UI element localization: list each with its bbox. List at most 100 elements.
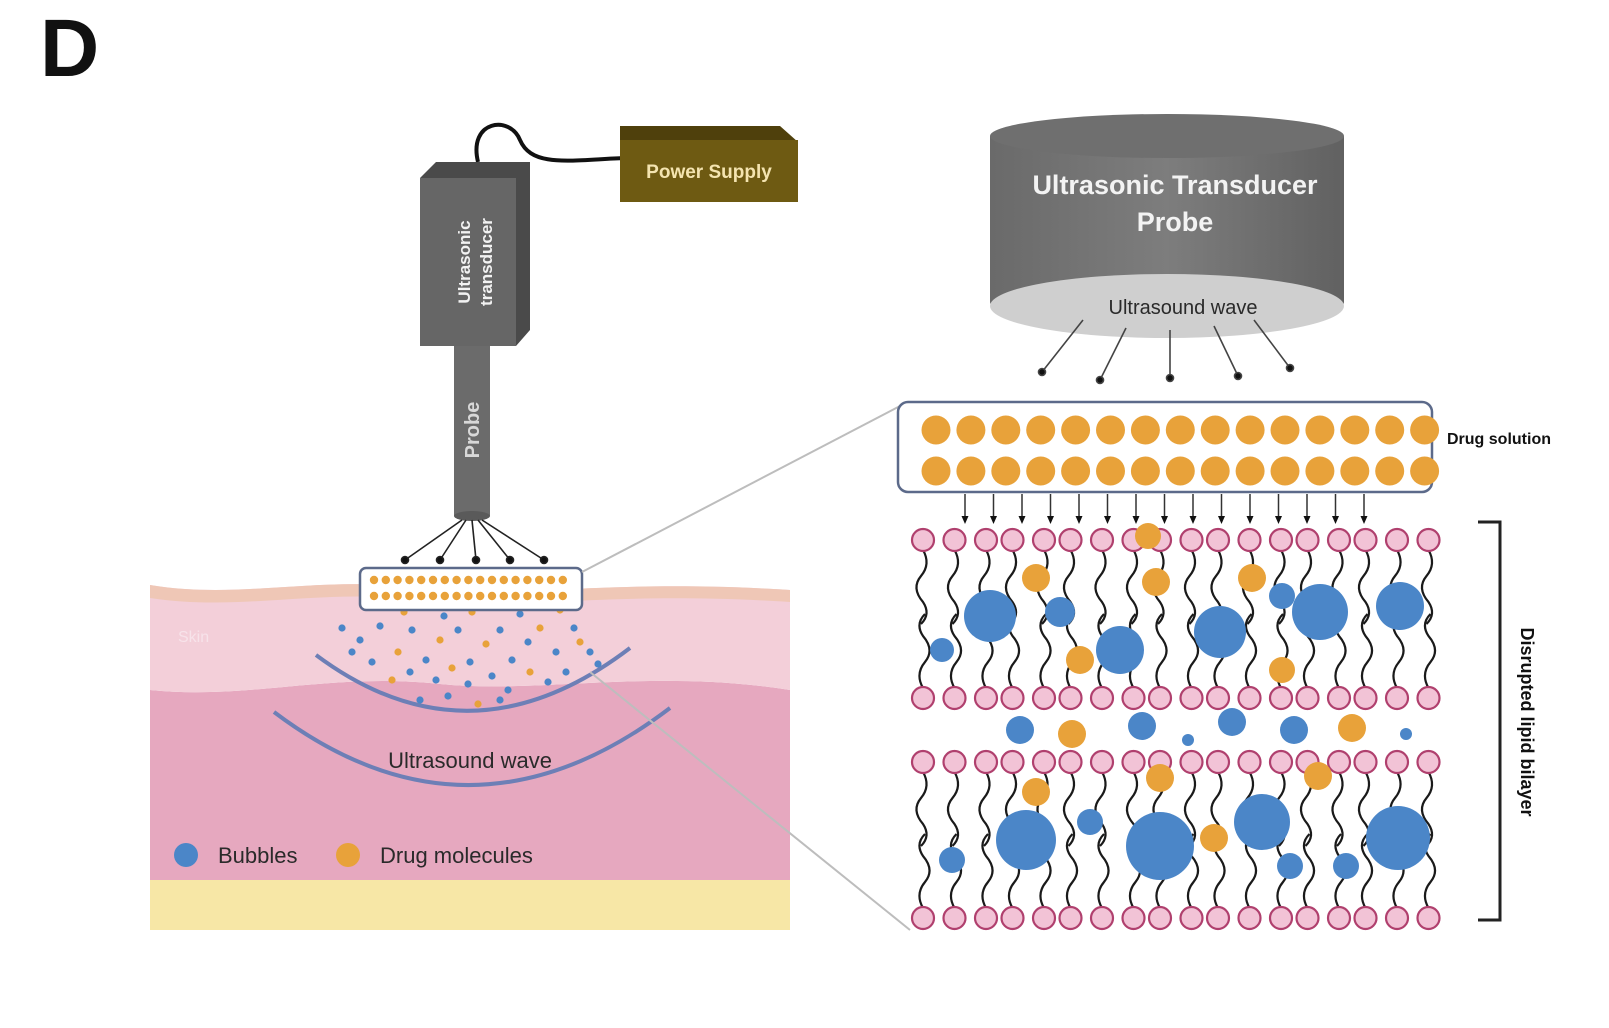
lipid-head (1147, 685, 1173, 711)
lipid-tail (915, 771, 928, 847)
bubble-dot (552, 648, 560, 656)
bilayer-particles (930, 523, 1430, 880)
lipid-head (1031, 685, 1057, 711)
bubble-dot (422, 656, 430, 664)
legend-drug-label: Drug molecules (380, 843, 533, 868)
lipid-head (973, 685, 999, 711)
solution-drug-dot (1200, 415, 1230, 445)
bilayer-bubble (1218, 708, 1246, 736)
lipid-head (973, 527, 999, 553)
lipid-head (1031, 527, 1057, 553)
solution-drug-dot (1235, 456, 1265, 486)
patch-drug-dot (535, 591, 544, 601)
tissue-diagram: Skin Ultrasound wave Bubbles Drug molecu… (150, 584, 790, 930)
patch-drug-dot (428, 591, 438, 601)
bilayer-bubble (1096, 626, 1144, 674)
bilayer-bubble (1045, 597, 1075, 627)
bilayer-drug (1269, 657, 1295, 683)
down-arrow-head (961, 516, 969, 524)
lipid-head (1000, 685, 1025, 711)
lipid-head (1295, 685, 1320, 711)
bilayer-bubble (1182, 734, 1194, 746)
lipid-head (910, 905, 936, 931)
lipid-tail (1004, 549, 1018, 625)
bubble-dot (464, 680, 472, 688)
lipid-head (1058, 749, 1083, 775)
patch-drug-dot (369, 591, 379, 601)
solution-drug-dot (1026, 456, 1056, 486)
bilayer-bubble (939, 847, 965, 873)
solution-drug-dot (921, 415, 951, 445)
probe-title-line1: Ultrasonic Transducer (1032, 170, 1318, 200)
down-arrow-head (1047, 516, 1054, 524)
legend-drug-icon (336, 843, 360, 867)
wave-arc-inner (314, 646, 632, 713)
lipid-head (1326, 749, 1352, 775)
lipid-head (1058, 527, 1083, 553)
solution-drug-dot (991, 456, 1021, 486)
patch-drug-dot (535, 575, 544, 585)
bubble-dot (376, 622, 384, 630)
bubble-dot (504, 686, 512, 694)
patch-drug-dot (511, 575, 520, 585)
lipid-head (1295, 905, 1320, 931)
lipid-head (942, 905, 967, 931)
lipid-head (942, 749, 967, 775)
patch-drug-dot (381, 591, 390, 601)
legend-bubble-icon (174, 843, 198, 867)
bilayer-bubble (1333, 853, 1359, 879)
lipid-head (1237, 749, 1262, 775)
patch-drug-dot (452, 591, 461, 601)
patch-drug-dot (464, 575, 473, 585)
patch-drug-dot (511, 591, 520, 601)
bilayer-bubble (1194, 606, 1246, 658)
bilayer-label: Disrupted lipid bilayer (1517, 627, 1537, 816)
lipid-head (1089, 685, 1115, 711)
bilayer-bubble (1006, 716, 1034, 744)
lipid-tail (981, 833, 994, 909)
bilayer-drug (1304, 762, 1332, 790)
solution-drug-dot (1096, 415, 1125, 445)
bubble-dot (508, 656, 516, 664)
down-arrow-head (1132, 516, 1140, 524)
patch-drug-dot (393, 575, 402, 585)
patch-drug-dot (464, 591, 473, 601)
lipid-head (1268, 527, 1294, 553)
solution-drug-dot (1270, 456, 1300, 486)
solution-drug-dot (1375, 415, 1405, 445)
lipid-head (910, 685, 936, 711)
ultrasonic-device: Power Supply Ultrasonic transducer Probe (358, 122, 798, 612)
solution-drug-dot (1130, 456, 1160, 486)
solution-drug-dot (956, 456, 986, 486)
lipid-head (1205, 685, 1231, 711)
lipid-tail (915, 549, 928, 625)
bilayer-bubble (1280, 716, 1308, 744)
down-arrow-head (1360, 516, 1368, 524)
lipid-head (1121, 749, 1146, 775)
patch-drug-dot (558, 591, 567, 601)
bubble-dot (466, 658, 474, 666)
bilayer-bubble (964, 590, 1016, 642)
bilayer-bubble (1234, 794, 1290, 850)
patch-drug-dot (440, 591, 449, 601)
patch-drug-dot (393, 591, 402, 601)
lipid-head (910, 749, 936, 775)
patch-drug-dot (487, 591, 497, 601)
lipid-tail (1094, 549, 1107, 625)
solution-drug-dot (956, 415, 986, 445)
bilayer-drug (1200, 824, 1228, 852)
bubble-dot (356, 636, 364, 644)
solution-drug-dot (991, 415, 1021, 445)
lipid-tail (949, 613, 963, 689)
lipid-tail (1302, 833, 1316, 909)
zoom-connectors (581, 405, 911, 931)
lipid-head (1031, 749, 1057, 775)
lipid-head (1237, 905, 1262, 931)
solution-drug-dot (1305, 456, 1335, 486)
lipid-head (1353, 749, 1378, 775)
solution-drug-dot (921, 456, 951, 486)
solution-drug-dot (1410, 415, 1440, 445)
down-arrow-head (1246, 516, 1254, 524)
down-arrow-head (1218, 516, 1225, 524)
